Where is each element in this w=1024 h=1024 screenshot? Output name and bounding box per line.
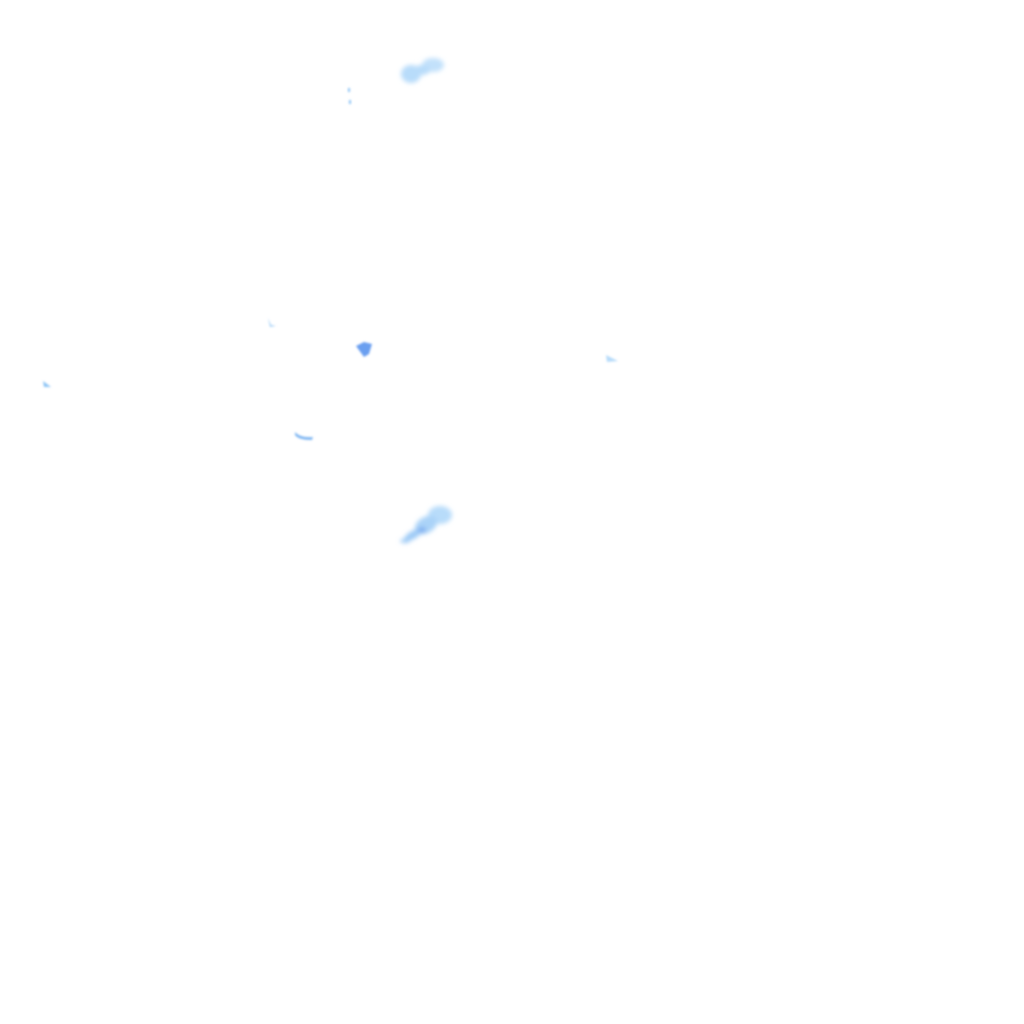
echo-east-speck	[606, 355, 618, 362]
echo-small-west	[43, 318, 276, 387]
echo-core-cell	[356, 342, 372, 357]
echo-north-specks	[348, 88, 351, 104]
echo-line-segment	[295, 432, 313, 440]
echo-south-cell	[400, 506, 452, 543]
echo-north-cell	[401, 58, 444, 83]
